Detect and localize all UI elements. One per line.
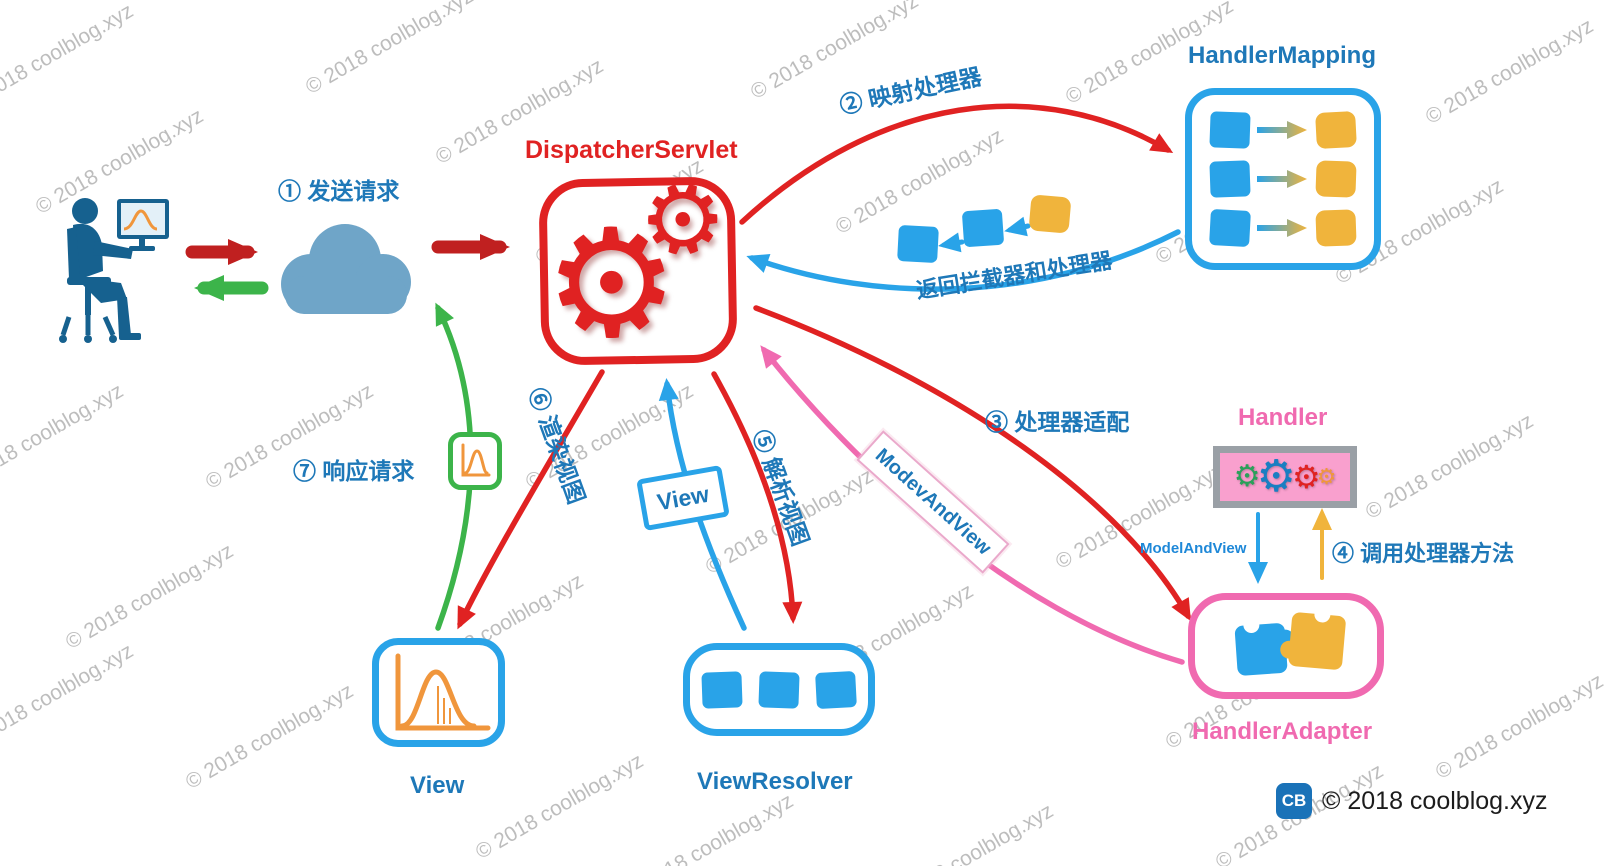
- arrow-step2-map-handler: [739, 103, 1174, 225]
- puzzle-icon: [1234, 606, 1346, 676]
- mapping-row: [1209, 160, 1357, 198]
- arrow-modelandview-return: [760, 345, 1185, 665]
- arrow-step3-handler-adapt: [753, 305, 1191, 622]
- handler-square-icon: [1209, 110, 1251, 149]
- gear-icon: ⚙: [1316, 464, 1337, 489]
- step4-label: ④ 调用处理器方法: [1332, 541, 1515, 566]
- mapped-square-icon: [1315, 110, 1357, 149]
- view-box: [372, 638, 505, 747]
- step3-label: ③ 处理器适配: [985, 409, 1130, 435]
- handler-mapping-title: HandlerMapping: [1188, 42, 1377, 69]
- map-arrow-icon: [1257, 169, 1307, 188]
- step1-label: ① 发送请求: [278, 178, 400, 204]
- view-resolver-box: [683, 643, 875, 736]
- handler-mapping-box: [1185, 88, 1381, 270]
- modelandview-small-label: ModelAndView: [1140, 540, 1247, 557]
- interceptor-square-icon: [961, 208, 1005, 248]
- mapped-square-icon: [1315, 209, 1357, 247]
- map-arrow-icon: [1257, 120, 1307, 139]
- handler-square-icon: [1028, 194, 1072, 234]
- cb-logo: CB: [1276, 783, 1312, 819]
- handler-box: ⚙ ⚙ ⚙ ⚙: [1213, 446, 1357, 508]
- dispatcher-servlet-title: DispatcherServlet: [525, 136, 738, 164]
- mini-chart-icon: [461, 443, 491, 477]
- handler-adapter-box: [1188, 593, 1384, 699]
- handler-title: Handler: [1238, 404, 1328, 431]
- view-square-icon: [701, 670, 743, 709]
- map-arrow-icon: [1257, 219, 1307, 238]
- dispatcher-servlet-box: ⚙ ⚙: [538, 157, 739, 369]
- gear-icon: ⚙: [1256, 452, 1296, 501]
- mapping-row: [1209, 209, 1357, 248]
- arrow-chain-1: [938, 232, 965, 253]
- gear-icon: ⚙: [1291, 459, 1321, 495]
- gear-icon: ⚙: [1233, 460, 1261, 493]
- mapped-square-icon: [1315, 160, 1357, 198]
- arrow-step6-render-view: [457, 369, 605, 630]
- handler-square-icon: [1209, 160, 1251, 198]
- handler-adapter-title: HandlerAdapter: [1192, 718, 1373, 745]
- user-icon: [59, 198, 169, 343]
- step7-label: ⑦ 响应请求: [293, 458, 415, 484]
- interceptor-square-icon: [897, 224, 939, 264]
- chart-icon: [395, 653, 490, 730]
- network-cloud-icon: [281, 224, 411, 314]
- render-chart-icon: [448, 432, 502, 490]
- footer-copyright: © 2018 coolblog.xyz: [1322, 787, 1548, 815]
- gear-icon: ⚙: [625, 156, 740, 285]
- mapping-row: [1209, 110, 1357, 149]
- view-square-icon: [758, 670, 800, 709]
- arrow-chain-2: [1004, 216, 1031, 237]
- view-square-icon: [815, 670, 857, 709]
- arrow-step5-resolve-view: [711, 371, 803, 624]
- arrow-return-handlers: [746, 229, 1181, 292]
- handler-square-icon: [1209, 209, 1251, 248]
- view-title: View: [410, 772, 465, 799]
- view-resolver-title: ViewResolver: [697, 768, 853, 795]
